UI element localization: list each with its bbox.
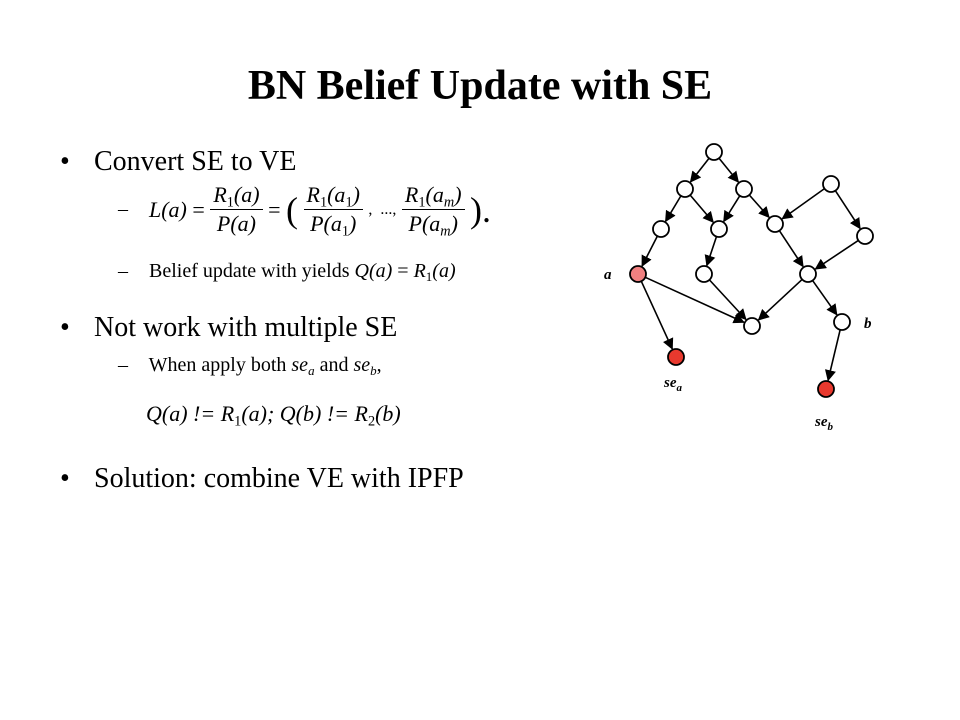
edge-n1-n2 xyxy=(689,157,710,183)
node-a xyxy=(629,265,647,283)
slide-title: BN Belief Update with SE xyxy=(247,63,713,109)
bullet-text: Convert SE to VE xyxy=(94,146,297,177)
node-n1 xyxy=(705,143,723,161)
edge-n5-a xyxy=(641,235,659,267)
sub-dash: – xyxy=(118,260,128,282)
sub-dash: – xyxy=(118,354,128,376)
fraction-1: R1(a) P(a) xyxy=(210,182,263,237)
node-n3 xyxy=(735,180,753,198)
node-seb xyxy=(817,380,835,398)
label-se-a: sea xyxy=(663,375,683,394)
fraction-2: R1(a1) P(a1) xyxy=(303,182,363,238)
edge-n11-b xyxy=(811,280,838,316)
graph-nodes xyxy=(629,143,874,398)
node-n2 xyxy=(676,180,694,198)
graph-edges xyxy=(640,157,861,382)
sub-bullet-apply-both: – When apply both sea and seb, xyxy=(118,354,382,378)
label-se-b: seb xyxy=(814,414,834,433)
node-n12 xyxy=(743,317,761,335)
node-b xyxy=(833,313,851,331)
bullet-dot: • xyxy=(60,312,70,343)
node-sea xyxy=(667,348,685,366)
edge-n2-n5 xyxy=(664,195,682,223)
edge-n10-n12 xyxy=(708,279,747,321)
label-b: b xyxy=(864,316,872,332)
node-n8 xyxy=(856,227,874,245)
bullet-text: Solution: combine VE with IPFP xyxy=(94,463,464,494)
edge-n11-n12 xyxy=(757,278,803,321)
node-n6 xyxy=(710,220,728,238)
edge-n4-n8 xyxy=(834,190,861,230)
edge-n3-n7 xyxy=(748,194,770,219)
bullet-solution: • Solution: combine VE with IPFP xyxy=(60,463,580,497)
likelihood-formula: L(a) = R1(a) P(a) = ( R1(a1) P(a1) , ...… xyxy=(149,182,492,240)
edge-n1-n3 xyxy=(718,157,740,183)
sub-dash: – xyxy=(118,198,128,221)
label-a: a xyxy=(604,267,612,283)
bullet-dot: • xyxy=(60,463,70,494)
edge-n2-n6 xyxy=(689,194,714,223)
bullet-convert-se: • Convert SE to VE xyxy=(60,146,560,180)
sub-bullet-belief-update: – Belief update with yields Q(a) = R1(a) xyxy=(118,260,456,284)
sub-bullet-formula: – L(a) = R1(a) P(a) = ( R1(a1) P(a1) , .… xyxy=(118,182,492,240)
edge-a-n12 xyxy=(644,276,745,324)
fraction-3: R1(am) P(am) xyxy=(401,182,465,238)
edge-n6-n10 xyxy=(704,236,718,267)
bullet-multiple-se: • Not work with multiple SE xyxy=(60,312,560,346)
edge-n4-n7 xyxy=(781,187,825,220)
bullet-text: Not work with multiple SE xyxy=(94,312,398,343)
edge-b-seb xyxy=(824,329,841,382)
node-n4 xyxy=(822,175,840,193)
edge-a-sea xyxy=(640,280,674,350)
inequality-line: Q(a) != R1(a); Q(b) != R2(b) xyxy=(146,401,401,430)
edge-n3-n6 xyxy=(723,195,741,223)
bayesian-network-graph: a b sea seb xyxy=(604,143,874,433)
edge-n8-n11 xyxy=(814,239,859,270)
edge-n7-n11 xyxy=(778,230,804,268)
bullet-dot: • xyxy=(60,146,70,177)
node-n10 xyxy=(695,265,713,283)
node-n11 xyxy=(799,265,817,283)
node-n7 xyxy=(766,215,784,233)
node-n5 xyxy=(652,220,670,238)
